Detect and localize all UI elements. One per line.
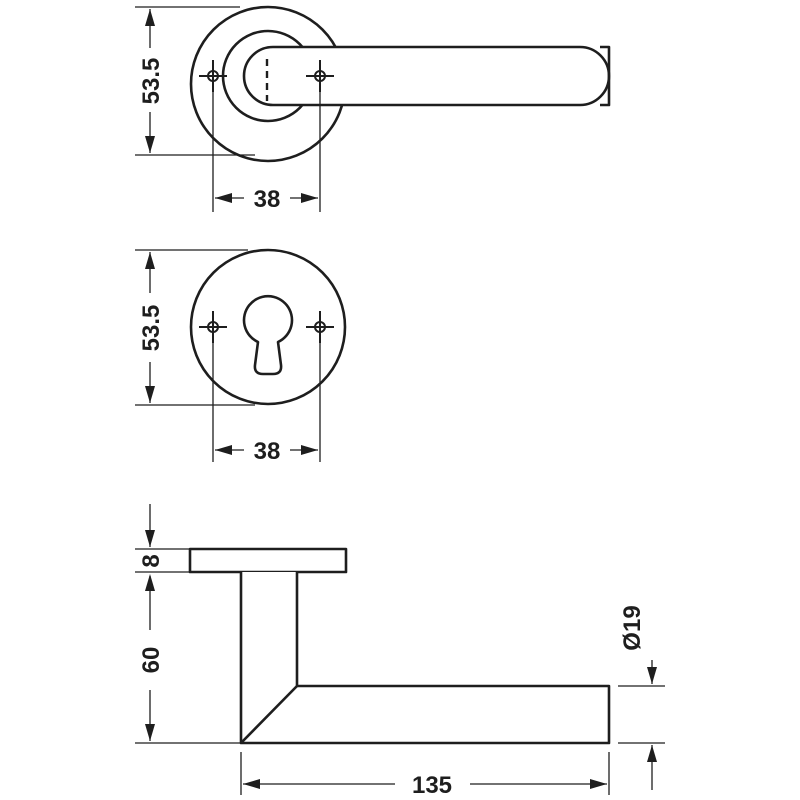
rose-profile: [188, 547, 348, 574]
cylinder-keyhole: [242, 294, 294, 376]
lever-profile: [239, 572, 611, 745]
dim-width-top: 38: [254, 186, 281, 213]
escutcheon-outline: [189, 248, 347, 406]
lever-bend-line: [240, 685, 298, 744]
dim-lever-length: 135: [412, 772, 452, 799]
dim-height-top: 53.5: [138, 58, 165, 105]
dim-width-escutcheon: 38: [254, 438, 281, 465]
dim-rose-thickness: 8: [138, 554, 165, 567]
escutcheon-view: 53.5 38: [135, 248, 347, 465]
dim-lever-height: 60: [138, 647, 165, 674]
lever-side-view: 8 60 Ø19 135: [135, 504, 665, 799]
dim-height-escutcheon: 53.5: [138, 305, 165, 352]
dim-lever-diameter: Ø19: [619, 605, 646, 650]
lever-top-view: 53.5 38: [135, 5, 611, 213]
